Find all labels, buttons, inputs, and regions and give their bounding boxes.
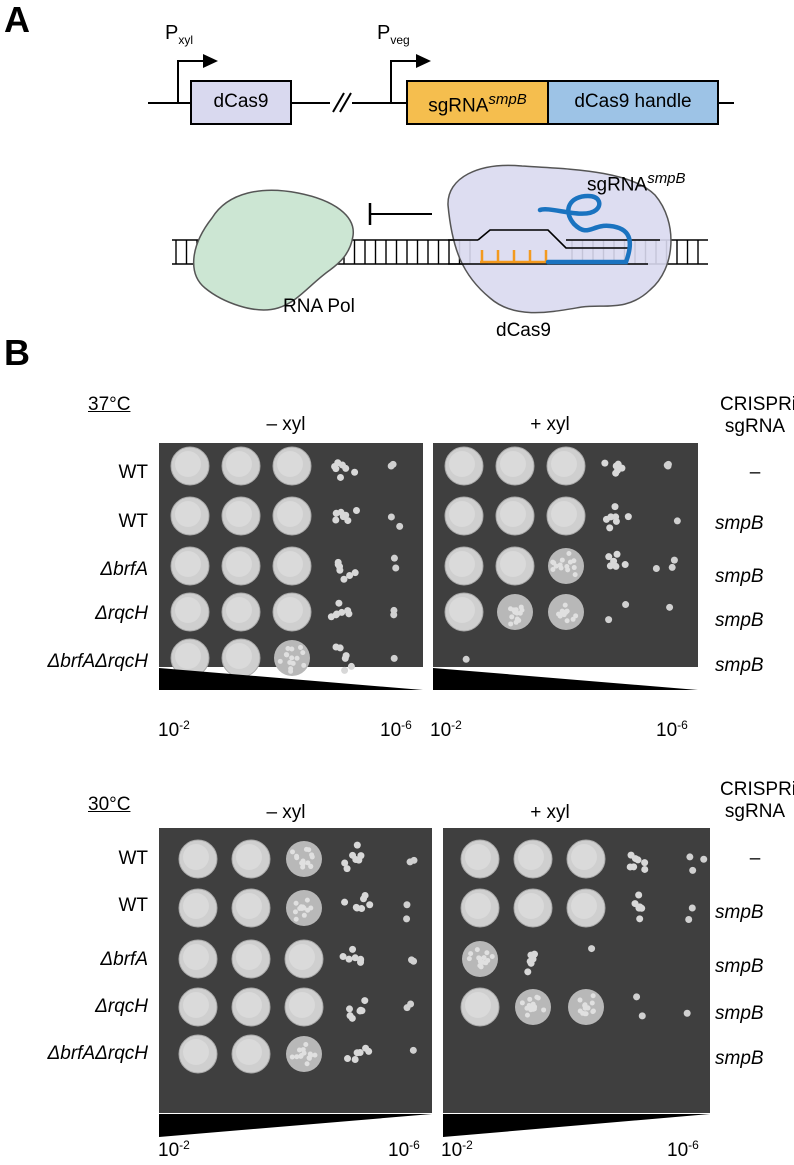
sgrna-header-1: CRISPRi	[720, 394, 794, 415]
strain-label: WT	[118, 895, 148, 916]
sgrna-header-2: sgRNA	[724, 416, 786, 437]
dilution-wedge	[433, 668, 698, 690]
dilution-wedge	[159, 668, 423, 690]
sgrna-value: –	[749, 462, 761, 483]
gene-construct-diagram	[148, 54, 734, 314]
sgrna-box	[406, 80, 549, 125]
strain-label: ΔbrfAΔrqcH	[47, 651, 148, 672]
dcas9-gene-label: dCas9	[213, 91, 269, 112]
temperature-label: 37°C	[88, 394, 131, 415]
dilution-end: 10-6	[388, 1138, 420, 1161]
strain-label: ΔbrfA	[100, 949, 148, 970]
dilution-start: 10-2	[441, 1138, 473, 1161]
sgrna-value: –	[749, 848, 761, 869]
strain-label: WT	[118, 848, 148, 869]
plate-plus-xyl	[443, 828, 710, 1113]
condition-plus-xyl: + xyl	[530, 802, 570, 823]
dilution-wedge	[159, 1114, 432, 1137]
sgrna-value: smpB	[715, 902, 764, 923]
colony	[341, 666, 349, 674]
plate-plus-xyl	[433, 443, 698, 667]
schematic-sgrna-label: sgRNAsmpB	[587, 170, 686, 196]
sgrna-value: smpB	[715, 610, 764, 631]
sgrna-box-label: sgRNAsmpB	[428, 91, 527, 117]
dcas9-gene-box	[190, 80, 292, 125]
dilution-end: 10-6	[667, 1138, 699, 1161]
sgrna-value: smpB	[715, 1048, 764, 1069]
handle-box	[547, 80, 719, 125]
panel-a-letter: A	[4, 0, 30, 40]
colony	[288, 668, 294, 674]
rna-pol-blob	[193, 189, 354, 311]
sgrna-header-2: sgRNA	[724, 801, 786, 822]
promoter-xyl-label: Pxyl	[165, 22, 194, 47]
strain-label: ΔrqcH	[95, 603, 148, 624]
dilution-start: 10-2	[158, 1138, 190, 1161]
sgrna-value: smpB	[715, 566, 764, 587]
dcas9-schematic-label: dCas9	[496, 320, 551, 341]
strain-label: ΔbrfA	[100, 559, 148, 580]
condition-minus-xyl: – xyl	[266, 414, 306, 435]
dilution-end: 10-6	[380, 718, 412, 741]
sgrna-value: smpB	[715, 655, 764, 676]
sgrna-value: smpB	[715, 1003, 764, 1024]
rna-pol-label: RNA Pol	[283, 296, 355, 317]
strain-label: WT	[118, 462, 148, 483]
condition-plus-xyl: + xyl	[530, 414, 570, 435]
dilution-start: 10-2	[158, 718, 190, 741]
promoter-veg-label: Pveg	[377, 22, 410, 47]
sgrna-header-1: CRISPRi	[720, 779, 794, 800]
plate-minus-xyl	[159, 828, 432, 1113]
strain-label: WT	[118, 511, 148, 532]
target-pairing	[480, 250, 548, 264]
plate-minus-xyl	[159, 443, 423, 667]
sgrna-guide	[537, 193, 632, 265]
dilution-wedge	[443, 1114, 710, 1137]
sgrna-value: smpB	[715, 956, 764, 977]
dilution-start: 10-2	[430, 718, 462, 741]
condition-minus-xyl: – xyl	[266, 802, 306, 823]
panel-b-letter: B	[4, 332, 30, 373]
temperature-label: 30°C	[88, 794, 131, 815]
sgrna-value: smpB	[715, 513, 764, 534]
handle-box-label: dCas9 handle	[574, 91, 692, 112]
dcas9-blob	[447, 164, 672, 314]
strain-label: ΔbrfAΔrqcH	[47, 1043, 148, 1064]
strain-label: ΔrqcH	[95, 996, 148, 1017]
dilution-end: 10-6	[656, 718, 688, 741]
